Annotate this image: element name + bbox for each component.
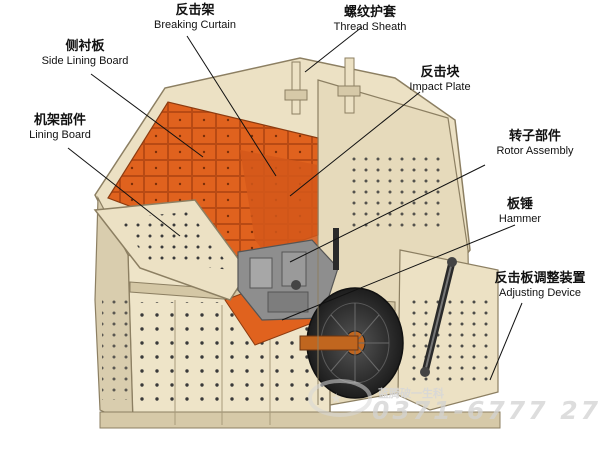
leader-hammer — [281, 224, 516, 321]
thread-sheath-en: Thread Sheath — [333, 20, 407, 33]
lining-board-en: Lining Board — [29, 128, 91, 141]
label-lining-board: 机架部件 Lining Board — [15, 113, 105, 142]
hammer-en: Hammer — [498, 212, 542, 225]
rotor-assembly-en: Rotor Assembly — [496, 144, 574, 157]
watermark-logo: ★ — [308, 379, 372, 417]
hammer-cn: 板锤 — [506, 197, 533, 212]
leader-lining-board — [67, 147, 181, 237]
rotor-assembly-cn: 转子部件 — [508, 129, 561, 144]
base-strip — [99, 411, 501, 429]
watermark-company: 蓝腾破一生科 — [378, 387, 444, 400]
leader-impact-plate — [289, 91, 421, 197]
lining-board-cn: 机架部件 — [33, 113, 86, 128]
front-lining-board — [93, 199, 249, 301]
label-thread-sheath: 螺纹护套 Thread Sheath — [320, 5, 420, 34]
rotor-assembly — [237, 239, 339, 321]
thread-sheaths — [284, 57, 361, 115]
side-lining-board-en: Side Lining Board — [41, 54, 129, 67]
adjusting-device-en: Adjusting Device — [499, 286, 581, 299]
leader-breaking-curtain — [186, 35, 277, 177]
label-breaking-curtain: 反击架 Breaking Curtain — [150, 3, 240, 32]
svg-text:★: ★ — [330, 391, 343, 407]
adjusting-device-cn: 反击板调整装置 — [494, 271, 586, 286]
flywheel — [299, 287, 404, 399]
bolt-fields — [102, 150, 490, 407]
breaking-curtain-en: Breaking Curtain — [154, 18, 236, 31]
impact-plate-en: Impact Plate — [409, 80, 471, 93]
label-hammer: 板锤 Hammer — [490, 197, 550, 226]
side-lining-board-cn: 侧衬板 — [65, 39, 105, 54]
adjusting-arm — [333, 228, 457, 377]
thread-sheath-cn: 螺纹护套 — [343, 5, 396, 20]
label-adjusting-device: 反击板调整装置 Adjusting Device — [485, 271, 595, 300]
label-rotor-assembly: 转子部件 Rotor Assembly — [480, 129, 590, 158]
label-side-lining-board: 侧衬板 Side Lining Board — [30, 39, 140, 68]
watermark-phone: 0371-6777 2727 — [372, 396, 600, 425]
leader-side-lining-board — [90, 73, 204, 158]
breaking-curtain-cn: 反击架 — [175, 3, 215, 18]
impact-plate-cn: 反击块 — [420, 65, 460, 80]
leader-adjusting-device — [489, 302, 523, 381]
label-impact-plate: 反击块 Impact Plate — [395, 65, 485, 94]
leader-lines — [67, 26, 523, 381]
leader-thread-sheath — [304, 26, 363, 73]
leader-rotor-assembly — [289, 164, 486, 263]
